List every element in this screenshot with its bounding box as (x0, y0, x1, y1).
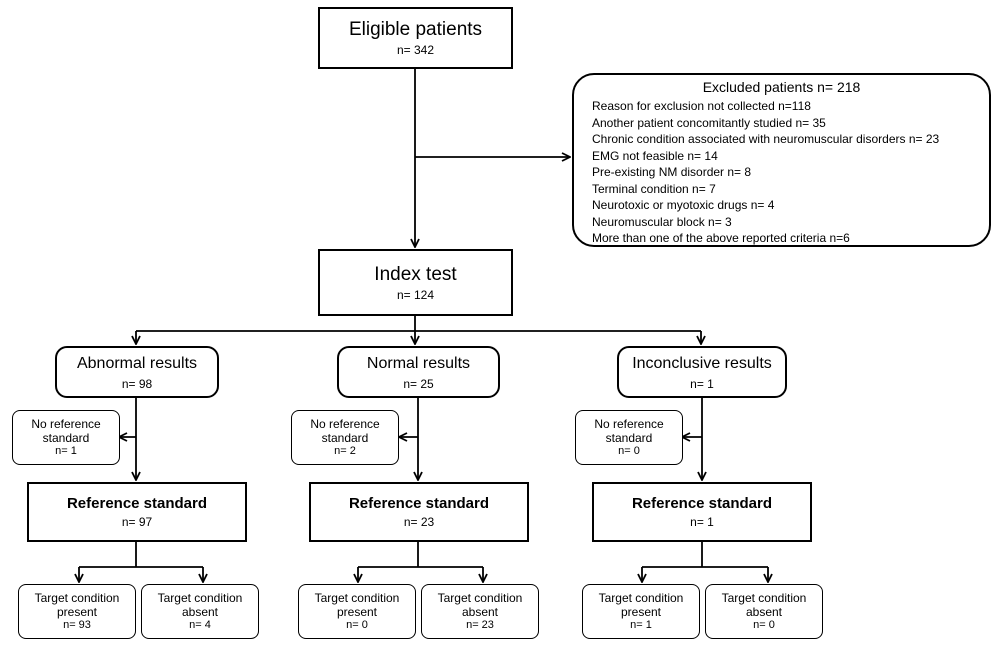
no-reference-line1: No reference (31, 417, 101, 431)
no-reference-count: n= 1 (55, 445, 77, 457)
target-present-count: n= 1 (630, 619, 652, 631)
exclusion-reason: EMG not feasible n= 14 (592, 148, 718, 163)
target-present-box: Target condition present n= 1 (582, 584, 700, 639)
reference-standard-box: Reference standard n= 97 (27, 482, 247, 542)
abnormal-results-box: Abnormal results n= 98 (55, 346, 219, 398)
no-reference-line2: standard (321, 431, 369, 445)
target-absent-line1: Target condition (721, 591, 807, 605)
target-present-line1: Target condition (34, 591, 120, 605)
no-reference-count: n= 0 (618, 445, 640, 457)
excluded-patients-title: Excluded patients n= 218 (702, 79, 861, 95)
reference-standard-box: Reference standard n= 1 (592, 482, 812, 542)
eligible-patients-count: n= 342 (396, 43, 435, 57)
exclusion-reason: Pre-existing NM disorder n= 8 (592, 165, 752, 179)
exclusion-reason: Neuromuscular block n= 3 (592, 214, 732, 229)
reference-standard-box: Reference standard n= 23 (309, 482, 529, 542)
target-present-line2: present (336, 605, 378, 619)
exclusion-reason: Terminal condition n= 7 (592, 181, 716, 196)
reference-title: Reference standard (631, 495, 773, 512)
no-reference-line1: No reference (594, 417, 664, 431)
target-present-count: n= 93 (63, 619, 91, 631)
index-test-title: Index test (374, 263, 457, 285)
no-reference-box: No reference standard n= 0 (575, 410, 683, 465)
exclusion-reason: Another patient concomitantly studied n=… (592, 115, 826, 130)
result-title: Normal results (366, 355, 471, 372)
target-present-box: Target condition present n= 93 (18, 584, 136, 639)
result-title: Inconclusive results (632, 355, 772, 372)
target-present-count: n= 0 (346, 619, 368, 631)
target-present-line1: Target condition (314, 591, 400, 605)
result-count: n= 25 (403, 377, 434, 391)
normal-results-box: Normal results n= 25 (337, 346, 500, 398)
inconclusive-results-box: Inconclusive results n= 1 (617, 346, 787, 398)
no-reference-line2: standard (42, 431, 90, 445)
result-title: Abnormal results (76, 355, 198, 372)
reference-count: n= 97 (121, 515, 153, 529)
target-absent-line2: absent (745, 605, 783, 619)
exclusion-reasons-list: Reason for exclusion not collected n=118… (592, 98, 939, 247)
no-reference-box: No reference standard n= 2 (291, 410, 399, 465)
target-absent-line1: Target condition (157, 591, 243, 605)
eligible-patients-box: Eligible patients n= 342 (318, 7, 513, 69)
index-test-count: n= 124 (396, 287, 435, 302)
exclusion-reason: More than one of the above reported crit… (592, 231, 850, 245)
index-test-box: Index test n= 124 (318, 249, 513, 316)
reference-count: n= 23 (403, 515, 435, 529)
target-absent-box: Target condition absent n= 4 (141, 584, 259, 639)
result-count: n= 98 (121, 377, 153, 391)
no-reference-count: n= 2 (334, 445, 356, 457)
target-absent-count: n= 4 (189, 619, 211, 631)
exclusion-reason: Reason for exclusion not collected n=118 (592, 99, 811, 113)
target-absent-box: Target condition absent n= 23 (421, 584, 539, 639)
target-present-line2: present (56, 605, 98, 619)
exclusion-reason: Chronic condition associated with neurom… (592, 132, 940, 146)
target-absent-line1: Target condition (437, 591, 523, 605)
target-absent-count: n= 23 (466, 619, 494, 631)
exclusion-reason: Neurotoxic or myotoxic drugs n= 4 (592, 198, 775, 212)
target-absent-count: n= 0 (753, 619, 775, 631)
excluded-patients-box: Excluded patients n= 218 Reason for excl… (572, 73, 991, 247)
no-reference-line2: standard (605, 431, 653, 445)
no-reference-box: No reference standard n= 1 (12, 410, 120, 465)
reference-title: Reference standard (348, 495, 490, 512)
target-present-box: Target condition present n= 0 (298, 584, 416, 639)
reference-title: Reference standard (66, 495, 208, 512)
result-count: n= 1 (690, 377, 714, 391)
target-absent-line2: absent (181, 605, 219, 619)
target-absent-box: Target condition absent n= 0 (705, 584, 823, 639)
target-present-line2: present (620, 605, 662, 619)
eligible-patients-title: Eligible patients (348, 19, 483, 40)
no-reference-line1: No reference (310, 417, 380, 431)
target-absent-line2: absent (461, 605, 499, 619)
reference-count: n= 1 (690, 515, 714, 529)
target-present-line1: Target condition (598, 591, 684, 605)
